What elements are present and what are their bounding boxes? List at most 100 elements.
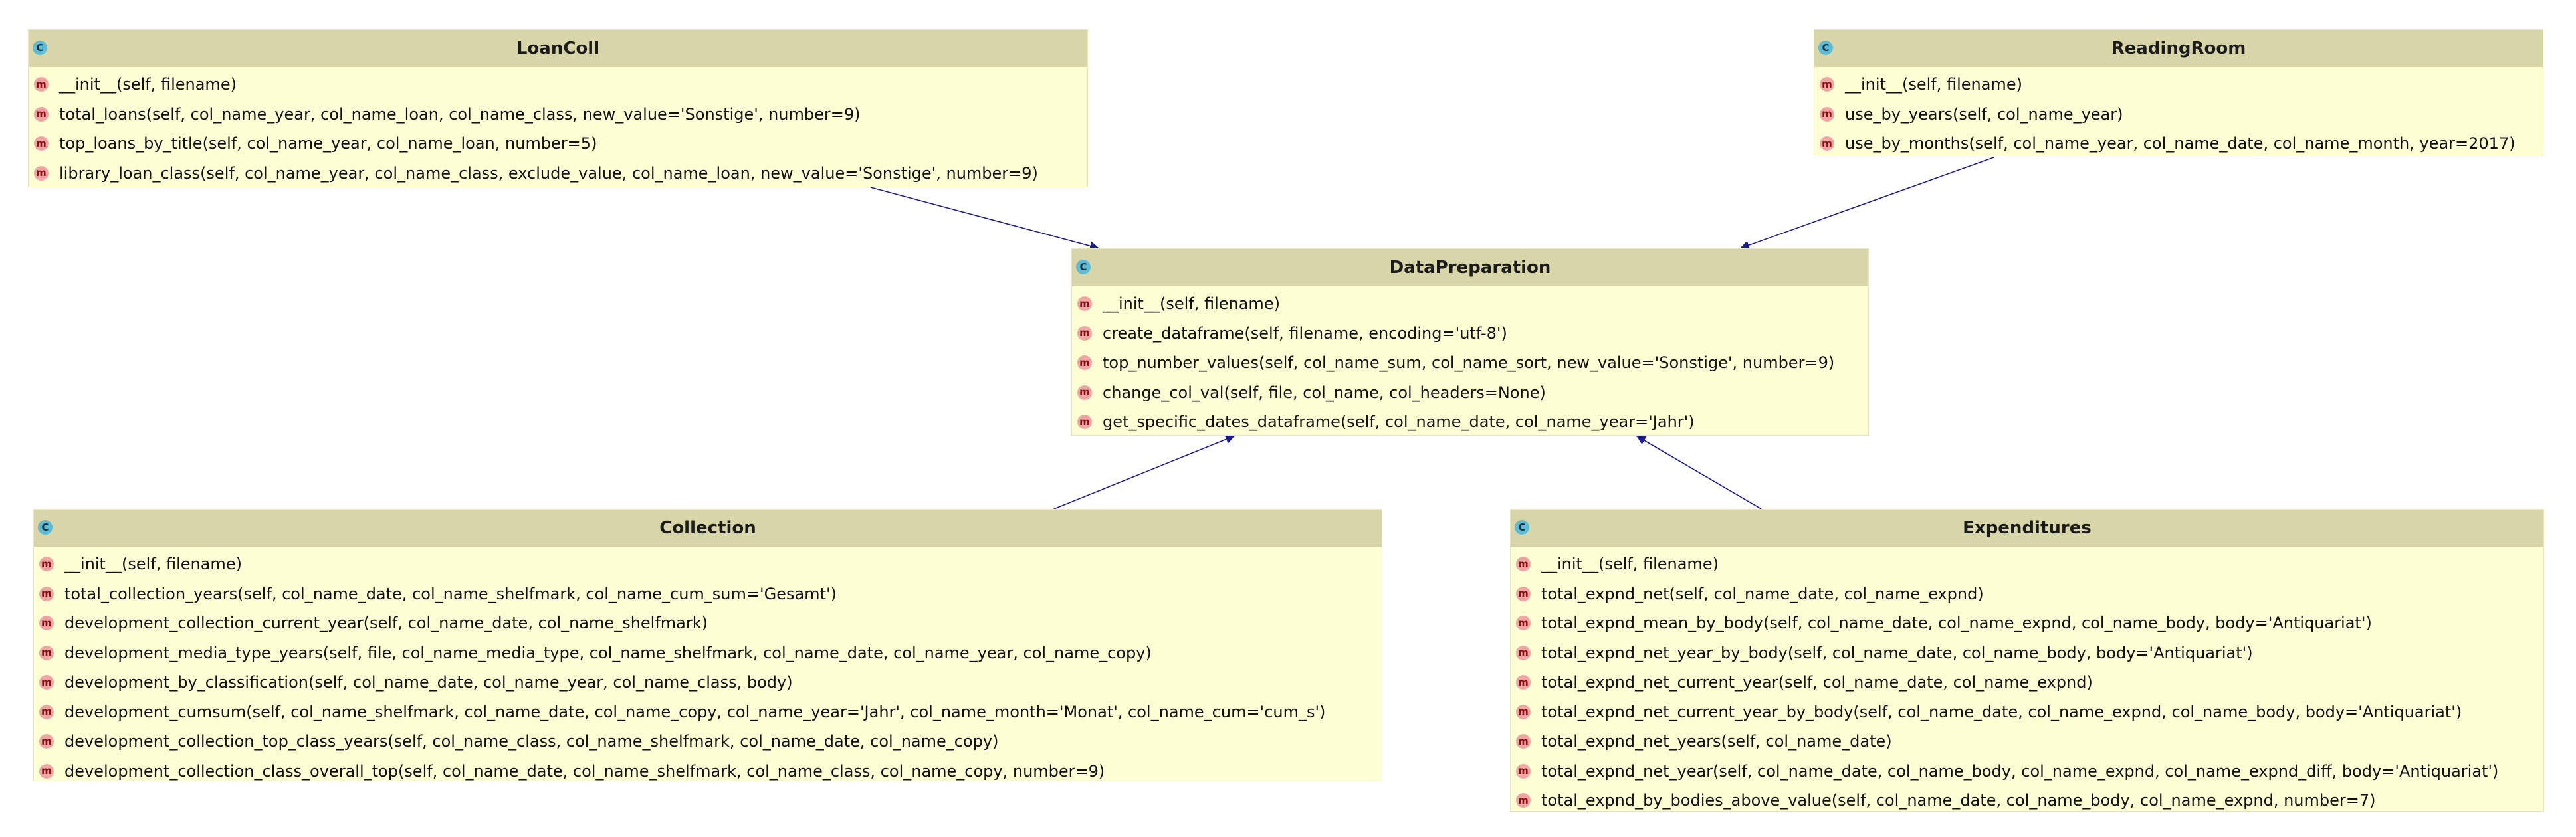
method-signature: __init__(self, filename)	[1541, 555, 1719, 574]
method-row[interactable]: m get_specific_dates_dataframe(self, col_…	[1072, 407, 1868, 437]
method-row[interactable]: m__init__(self, filename)	[34, 549, 1382, 579]
arrow-loancoll-to-datapreparation	[870, 187, 1100, 251]
class-expenditures[interactable]: C Expenditures m __init__(self, filename)…	[1510, 509, 2544, 812]
class-datapreparation[interactable]: C DataPreparation m __init__(self, filena…	[1071, 248, 1869, 436]
method-signature: library_loan_class(self, col_name_year, …	[59, 163, 1038, 183]
class-header: C Expenditures	[1511, 510, 2543, 547]
method-m-icon: m	[1077, 385, 1092, 400]
class-header: C Collection	[34, 510, 1382, 547]
method-row[interactable]: m __init__(self, filename)	[29, 70, 1087, 100]
method-row[interactable]: m create_dataframe(self, filename, encodi…	[1072, 319, 1868, 349]
class-header: C ReadingRoom	[1814, 30, 2543, 67]
method-row[interactable]: m development_collection_current_year(sel…	[34, 608, 1382, 638]
method-row[interactable]: m total_expnd_net_current_year_by_body(se…	[1511, 698, 2543, 727]
method-signature: __init__(self, filename)	[1103, 294, 1280, 314]
method-signature: total_expnd_net(self, col_name_date, col…	[1541, 584, 1984, 603]
method-m-icon: m	[1516, 645, 1531, 660]
method-m-icon: m	[34, 106, 49, 122]
method-m-icon: m	[34, 77, 49, 92]
method-signature: __init__(self, filename)	[1845, 75, 2022, 94]
method-row[interactable]: m use_by_months(self, col_name_year, col_…	[1814, 129, 2543, 159]
class-c-icon: C	[1076, 260, 1091, 274]
method-m-icon: m	[1820, 77, 1834, 92]
class-c-icon: C	[1515, 520, 1529, 535]
method-signature: get_specific_dates_dataframe(self, col_n…	[1103, 413, 1695, 432]
method-signature: development_media_type_years(self, file,…	[64, 643, 1152, 662]
arrow-collection-to-datapreparation	[1053, 434, 1235, 510]
arrow-expenditures-to-datapreparation	[1636, 435, 1762, 510]
method-signature: __init__(self, filename)	[64, 555, 242, 574]
method-m-icon: m	[1077, 326, 1092, 341]
class-name: LoanColl	[516, 39, 600, 58]
method-row[interactable]: m total_loans(self, col_name_year, col_na…	[29, 100, 1087, 130]
method-m-icon: m	[1077, 296, 1092, 312]
method-signature: development_collection_current_year(self…	[64, 614, 708, 633]
method-signature: development_collection_top_class_years(s…	[64, 732, 999, 751]
method-m-icon: m	[1516, 704, 1531, 719]
method-m-icon: m	[39, 763, 54, 779]
class-c-icon: C	[1818, 41, 1833, 55]
method-row[interactable]: m total_expnd_net(self, col_name_date, co…	[1511, 579, 2543, 609]
class-name: Expenditures	[1963, 518, 2092, 538]
method-signature: change_col_val(self, file, col_name, col…	[1103, 383, 1546, 402]
method-signature: total_expnd_by_bodies_above_value(self, …	[1541, 791, 2376, 810]
method-signature: use_by_years(self, col_name_year)	[1845, 104, 2123, 124]
arrow-readingroom-to-datapreparation	[1739, 157, 1994, 250]
method-m-icon: m	[39, 616, 54, 631]
method-row[interactable]: m __init__(self, filename)	[1511, 549, 2543, 579]
method-m-icon: m	[1516, 557, 1531, 572]
method-m-icon: m	[39, 734, 54, 749]
method-m-icon: m	[1820, 136, 1834, 151]
method-signature: top_number_values(self, col_name_sum, co…	[1103, 353, 1835, 373]
method-m-icon: m	[34, 165, 49, 181]
method-signature: __init__(self, filename)	[59, 75, 237, 94]
class-header: C LoanColl	[29, 30, 1087, 67]
method-row[interactable]: m change_col_val(self, file, col_name, co…	[1072, 378, 1868, 408]
method-signature: total_collection_years(self, col_name_da…	[64, 584, 837, 603]
class-name: ReadingRoom	[2111, 39, 2246, 58]
method-list: m __init__(self, filename) m use_by_years(s…	[1814, 67, 2543, 159]
method-signature: development_cumsum(self, col_name_shelfm…	[64, 702, 1326, 721]
method-m-icon: m	[1077, 415, 1092, 430]
method-row[interactable]: m total_expnd_net_year(self, col_name_dat…	[1511, 757, 2543, 787]
method-signature: create_dataframe(self, filename, encodin…	[1103, 324, 1507, 343]
method-m-icon: m	[39, 586, 54, 601]
method-row[interactable]: m __init__(self, filename)	[1072, 289, 1868, 319]
method-m-icon: m	[34, 136, 49, 151]
method-m-icon: m	[1820, 106, 1834, 122]
method-row[interactable]: m development_collection_top_class_years(…	[34, 727, 1382, 757]
method-signature: total_loans(self, col_name_year, col_nam…	[59, 104, 861, 124]
class-c-icon: C	[33, 41, 47, 55]
method-signature: total_expnd_net_year(self, col_name_date…	[1541, 761, 2499, 781]
class-name: Collection	[659, 518, 756, 538]
method-signature: use_by_months(self, col_name_year, col_n…	[1845, 134, 2516, 153]
method-m-icon: m	[1516, 734, 1531, 749]
method-m-icon: m	[1516, 586, 1531, 601]
method-signature: total_expnd_net_current_year(self, col_n…	[1541, 673, 2093, 692]
method-row[interactable]: m use_by_years(self, col_name_year)	[1814, 100, 2543, 130]
method-row[interactable]: m total_collection_years(self, col_name_d…	[34, 579, 1382, 609]
class-readingroom[interactable]: C ReadingRoom m__init__(self, filename)m…	[1814, 29, 2543, 155]
method-m-icon: m	[1516, 675, 1531, 690]
method-signature: total_expnd_mean_by_body(self, col_name_…	[1541, 614, 2372, 633]
method-row[interactable]: m __init__(self, filename)	[1814, 70, 2543, 100]
method-signature: total_expnd_net_current_year_by_body(sel…	[1541, 702, 2462, 721]
method-row[interactable]: m library_loan_class(self, col_name_year,…	[29, 159, 1087, 189]
method-m-icon: m	[1516, 763, 1531, 779]
class-header: C DataPreparation	[1072, 249, 1868, 286]
method-row[interactable]: m total_expnd_net_current_year(self, col_…	[1511, 668, 2543, 698]
